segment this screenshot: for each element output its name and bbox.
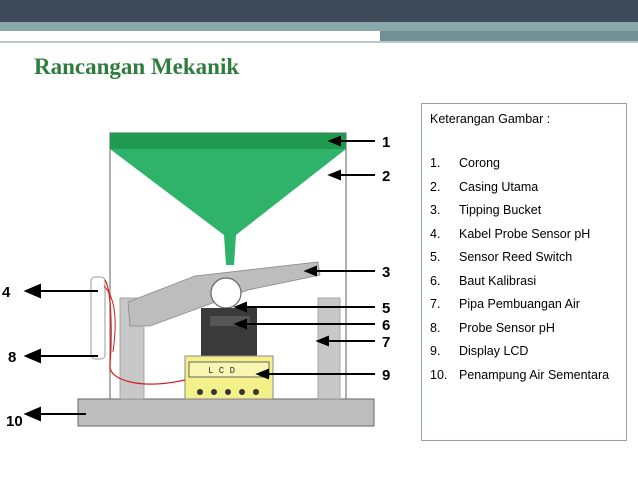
legend-item-number: 9. xyxy=(430,344,441,358)
callout-6: 6 xyxy=(382,317,390,334)
legend-item: 2. Casing Utama xyxy=(430,180,609,204)
legend-item: 7. Pipa Pembuangan Air xyxy=(430,297,609,321)
legend-item-number: 5. xyxy=(430,250,441,264)
lcd-button xyxy=(239,389,245,395)
legend-panel: Keterangan Gambar : 1. Corong 2. Casing Ut… xyxy=(421,103,627,441)
lcd-text: L C D xyxy=(208,366,235,376)
legend-item: 10. Penampung Air Sementara xyxy=(430,368,609,392)
lcd-button xyxy=(253,389,259,395)
legend-item: 5. Sensor Reed Switch xyxy=(430,250,609,274)
callout-7: 7 xyxy=(382,334,390,351)
legend-item-number: 1. xyxy=(430,156,441,170)
drain-pipe xyxy=(317,297,341,400)
ph-probe xyxy=(90,276,106,360)
probe-cable-2 xyxy=(103,285,116,353)
legend-item-number: 7. xyxy=(430,297,441,311)
legend-item-label: Tipping Bucket xyxy=(459,203,542,217)
legend-item-label: Baut Kalibrasi xyxy=(459,273,537,288)
callout-10: 10 xyxy=(6,413,23,430)
legend-item-number: 6. xyxy=(430,273,441,288)
legend-item-number: 3. xyxy=(430,203,441,217)
legend-item: 9. Display LCD xyxy=(430,344,609,368)
callout-3: 3 xyxy=(382,264,390,281)
bucket-pivot xyxy=(210,277,242,309)
callout-9: 9 xyxy=(382,367,390,384)
legend-item: 3. Tipping Bucket xyxy=(430,203,609,227)
probe-cable xyxy=(104,279,186,385)
callout-1: 1 xyxy=(382,134,390,151)
legend-item: 6. Baut Kalibrasi xyxy=(430,274,609,298)
sensor-block xyxy=(201,308,257,356)
legend-item-label: Display LCD xyxy=(459,344,529,358)
legend-item: 8. Probe Sensor pH xyxy=(430,321,609,345)
legend-item-number: 8. xyxy=(430,320,441,335)
lcd-button xyxy=(225,389,231,395)
callout-2: 2 xyxy=(382,168,390,185)
callout-8: 8 xyxy=(8,349,16,366)
legend-item-label: Casing Utama xyxy=(459,179,539,194)
header-rule xyxy=(0,41,638,43)
legend-item-label: Corong xyxy=(459,156,500,170)
lcd-buttons xyxy=(197,389,259,395)
legend-item: 1. Corong xyxy=(430,156,609,180)
header-bar xyxy=(0,0,638,22)
callout-4: 4 xyxy=(2,284,11,301)
lcd-button xyxy=(211,389,217,395)
lcd-button xyxy=(197,389,203,395)
legend-list: 1. Corong 2. Casing Utama 3. Tipping Bucket… xyxy=(430,156,609,391)
legend-item-label: Probe Sensor pH xyxy=(459,320,555,335)
calibration-bolt xyxy=(210,316,250,326)
header-stripe xyxy=(0,22,638,31)
legend-item-label: Kabel Probe Sensor pH xyxy=(459,226,591,241)
legend-item-label: Pipa Pembuangan Air xyxy=(459,297,580,311)
legend-item-number: 2. xyxy=(430,179,441,194)
header-accent xyxy=(380,31,638,41)
callout-5: 5 xyxy=(382,300,390,317)
funnel xyxy=(110,149,346,265)
legend-item-number: 10. xyxy=(430,367,448,382)
callout-arrows xyxy=(23,135,375,422)
funnel-rim xyxy=(110,133,346,149)
slide-title: Rancangan Mekanik xyxy=(34,54,240,79)
reservoir-base xyxy=(77,398,375,427)
legend-item: 4. Kabel Probe Sensor pH xyxy=(430,227,609,251)
legend-item-number: 4. xyxy=(430,226,441,241)
legend-item-label: Penampung Air Sementara xyxy=(459,367,610,382)
legend-heading: Keterangan Gambar : xyxy=(430,112,551,126)
legend-item-label: Sensor Reed Switch xyxy=(459,250,573,264)
